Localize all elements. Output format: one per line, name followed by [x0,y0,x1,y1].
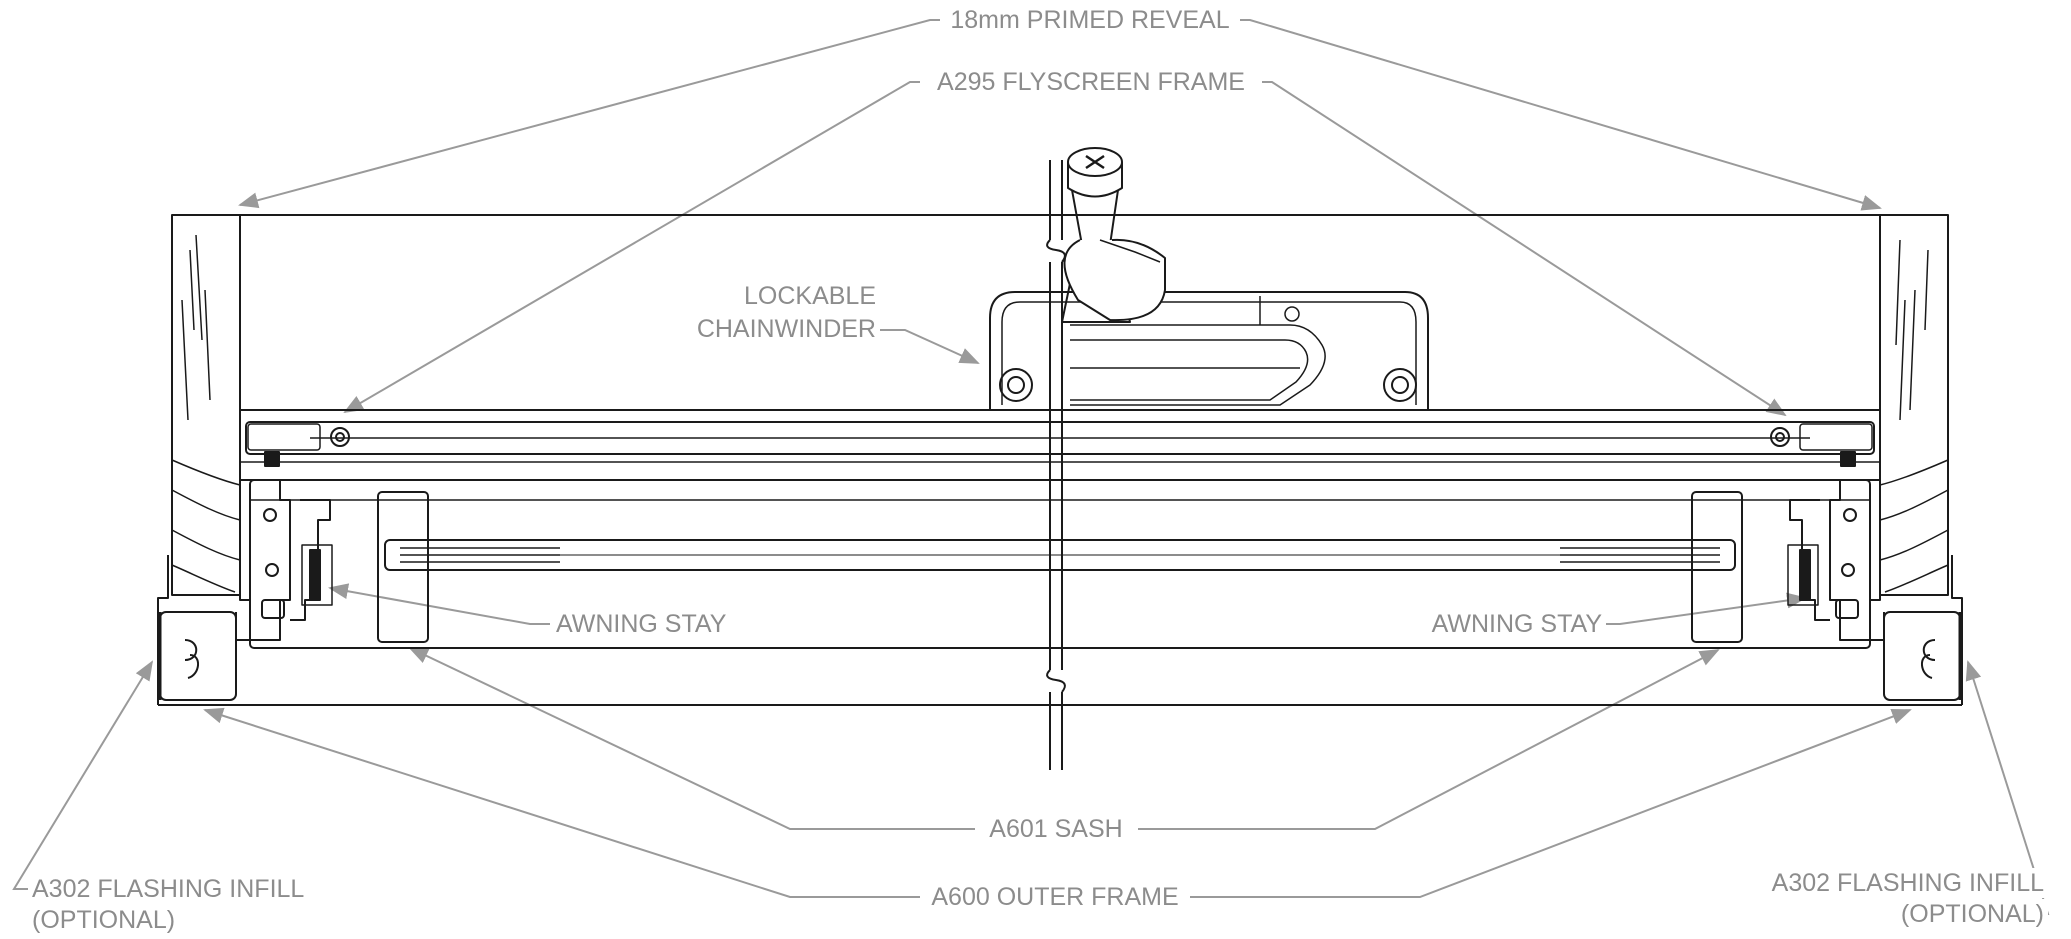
glazing-bar [384,539,1736,571]
leader-primed-reveal-left [238,19,940,209]
leader-primed-reveal-right [1240,19,1882,211]
right-frame-extrusion [1787,479,1963,706]
label-flashing-left-line2: (OPTIONAL) [28,905,180,935]
label-sash: A601 SASH [985,814,1127,844]
leader-outer-frame-right [1190,708,1912,898]
right-timber-reveal [1879,214,1949,596]
left-timber-reveal [171,214,241,596]
leader-chainwinder [870,329,980,364]
label-flashing-left-line1: A302 FLASHING INFILL [28,874,309,904]
drawing-geometry [157,147,1963,770]
label-primed-reveal: 18mm PRIMED REVEAL [946,5,1234,35]
leader-sash-right [1138,649,1720,830]
leader-awning-stay-left [328,583,550,625]
flyscreen-frame [239,409,1881,481]
label-awning-stay-right: AWNING STAY [1402,609,1606,639]
leader-sash-left [408,647,975,830]
label-flashing-right-line2: (OPTIONAL) [1840,899,2048,929]
chainwinder-handle [1061,147,1166,323]
leader-flyscreen-left [343,81,920,414]
leader-flashing-left [12,660,154,890]
leader-lines [12,19,2050,915]
label-flashing-right-line1: A302 FLASHING INFILL [1740,868,2048,898]
chainwinder-housing [989,291,1429,410]
label-outer-frame: A600 OUTER FRAME [927,882,1183,912]
label-awning-stay-left: AWNING STAY [552,609,731,639]
centre-break-line [1046,160,1066,770]
leader-awning-stay-right [1600,592,1807,625]
label-chainwinder-line1: LOCKABLE [722,281,880,311]
sash-body [162,479,1958,706]
label-flyscreen-frame: A295 FLYSCREEN FRAME [933,67,1249,97]
leader-flyscreen-right [1262,81,1787,417]
label-chainwinder-line2: CHAINWINDER [682,314,880,344]
left-frame-extrusion [157,479,333,706]
leader-outer-frame-left [203,707,920,898]
